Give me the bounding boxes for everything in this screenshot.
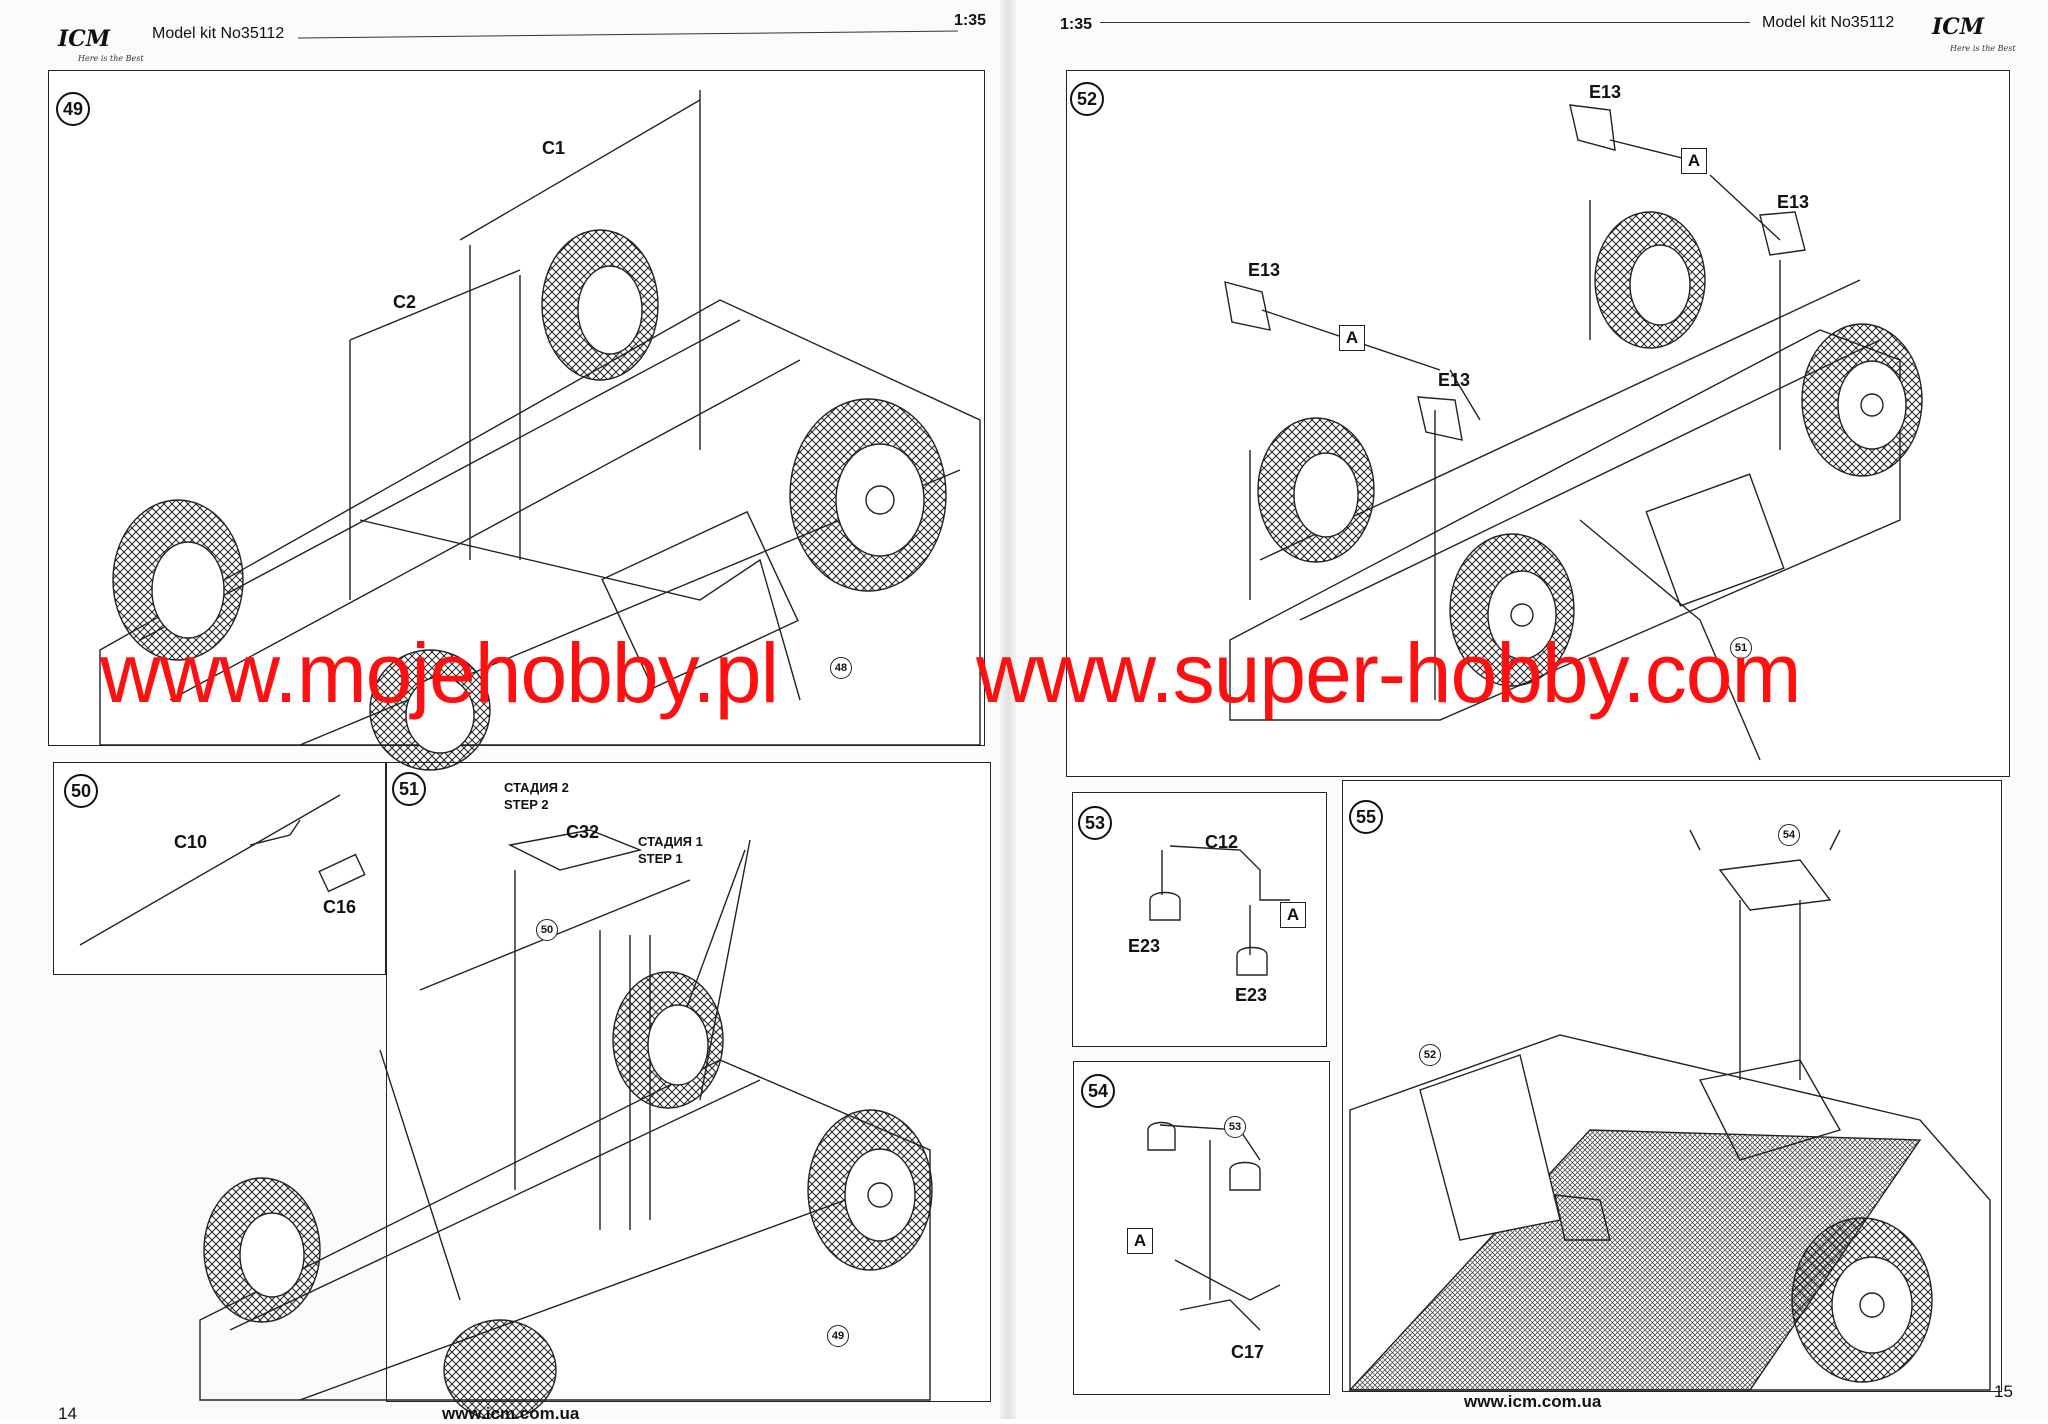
wheel-icon-51c [203,1177,321,1323]
wheel-icon-55 [1791,1217,1933,1383]
mark-a-left: A [1339,325,1365,351]
step-number-52: 52 [1070,82,1104,116]
stage-1-label: СТАДИЯ 1 [638,834,703,849]
part-label-c10: C10 [174,832,208,852]
part-label-c16: C16 [323,897,357,917]
wheel-icon-52b [1801,323,1923,477]
step-ref-50: 50 [536,919,558,941]
step-1-label: STEP 1 [638,851,683,866]
step-number-51: 51 [392,772,426,806]
panel-step-50 [53,762,386,975]
step-2-label: STEP 2 [504,797,549,812]
part-label-e13-right: E13 [1777,192,1810,212]
wheel-icon-51a [612,971,724,1109]
part-label-e13-mid: E13 [1438,370,1471,390]
part-label-c12: C12 [1205,832,1239,852]
scale-right: 1:35 [1060,16,1093,33]
watermark-super-hobby: www.super-hobby.com [976,626,1801,720]
wheel-icon-52c [1257,417,1375,563]
step-number-49: 49 [56,92,90,126]
page-number-left: 14 [58,1404,77,1423]
page-number-right: 15 [1994,1382,2013,1401]
step-number-55: 55 [1349,800,1383,834]
part-label-c2: C2 [393,292,417,312]
part-label-c32: C32 [566,822,600,842]
step-ref-53: 53 [1224,1116,1246,1138]
mirror-icon-a [1569,104,1616,151]
part-label-e13-top: E13 [1589,82,1622,102]
step-ref-48: 48 [830,657,852,679]
headlight-drawing-53 [1149,845,1290,976]
panel-step-49 [48,70,985,746]
footer-url-left: www.icm.com.ua [442,1404,580,1423]
part-label-e23-left: E23 [1128,936,1161,956]
model-kit-right: Model kit No35112 [1762,14,1895,31]
step-number-54: 54 [1081,1074,1115,1108]
header-rule-right [1100,22,1750,23]
mark-a-54: A [1127,1228,1153,1254]
mark-a-top: A [1681,148,1707,174]
icm-logo-left: ICM [58,26,111,52]
wheel-icon-49d [369,649,491,771]
mirror-icon-c [1224,281,1271,331]
mirror-icon-d [1417,396,1463,441]
wheel-icon-49a [541,229,659,381]
panel-step-54 [1073,1061,1330,1395]
scale-left: 1:35 [954,12,987,29]
step-number-50: 50 [64,774,98,808]
part-label-c17: C17 [1231,1342,1265,1362]
mirror-icon-b [1759,211,1806,256]
footer-url-right: www.icm.com.ua [1464,1392,1602,1411]
wheel-icon-51d [443,1319,557,1419]
chassis-drawing-51 [199,829,931,1401]
watermark-mojehobby: www.mojehobby.pl [100,626,779,720]
mark-a-53: A [1280,902,1306,928]
part-label-e13-left: E13 [1248,260,1281,280]
wheel-icon-49b [789,398,947,592]
page-gutter [1000,0,1016,1419]
model-kit-left: Model kit No35112 [152,25,285,42]
icm-tagline-right: Here is the Best [1950,44,2016,53]
step-ref-52: 52 [1419,1044,1441,1066]
vehicle-drawing-55 [1348,829,1991,1391]
step-ref-51: 51 [1730,637,1752,659]
driveshaft-drawing-50 [79,794,366,946]
icm-tagline-left: Here is the Best [78,54,144,63]
icm-logo-right: ICM [1932,14,1985,40]
step-number-53: 53 [1078,806,1112,840]
stage-2-label: СТАДИЯ 2 [504,780,569,795]
step-ref-54: 54 [1778,824,1800,846]
part-label-e23-right: E23 [1235,985,1268,1005]
wheel-icon-51b [807,1109,933,1271]
wheel-icon-52a [1594,211,1706,349]
part-label-c1: C1 [542,138,566,158]
step-ref-49: 49 [827,1325,849,1347]
headlight-drawing-54 [1147,1121,1281,1331]
wheel-icon-52d [1449,533,1575,687]
wheel-icon-49c [112,499,244,661]
